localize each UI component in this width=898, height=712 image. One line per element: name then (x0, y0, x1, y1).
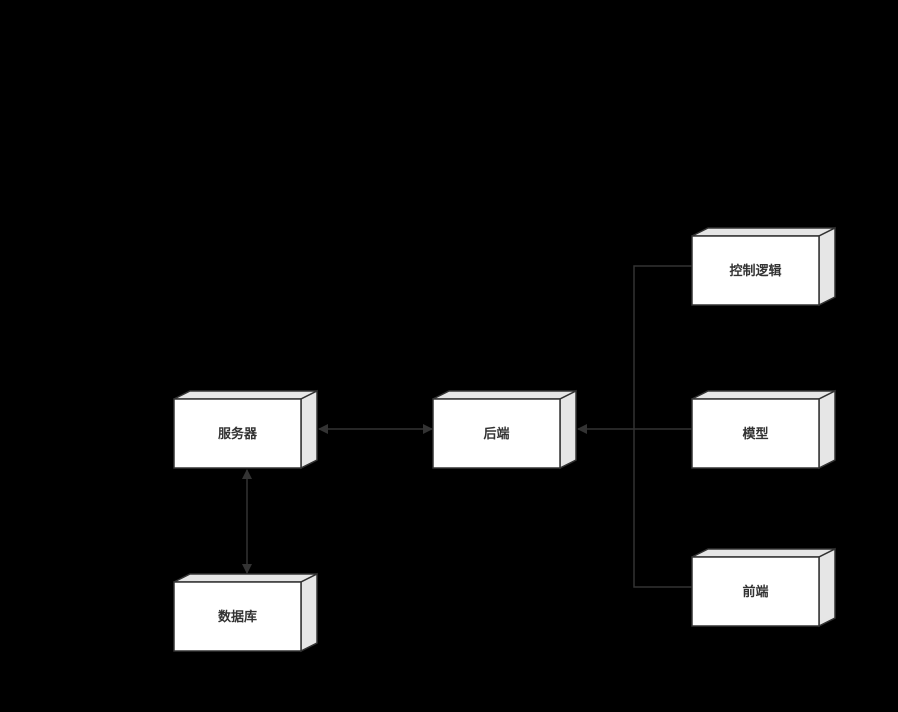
node-database-top (173, 573, 318, 583)
node-model-label: 模型 (742, 426, 768, 442)
node-backend[interactable]: 后端 (432, 389, 577, 470)
node-model[interactable]: 模型 (691, 389, 836, 470)
node-frontend-top (691, 548, 836, 558)
node-frontend-front (691, 556, 820, 627)
node-backend-side (559, 389, 577, 470)
node-control-front (691, 235, 820, 306)
node-control-side (818, 226, 836, 307)
node-control[interactable]: 控制逻辑 (691, 226, 836, 307)
node-database-front (173, 581, 302, 652)
node-frontend[interactable]: 前端 (691, 547, 836, 628)
node-model-top (691, 390, 836, 400)
node-backend-top (432, 390, 577, 400)
node-backend-label: 后端 (483, 426, 509, 442)
node-server-label: 服务器 (218, 426, 258, 442)
node-server-front (173, 398, 302, 469)
node-backend-front (432, 398, 561, 469)
node-control-top (691, 227, 836, 237)
node-frontend-side (818, 547, 836, 628)
node-server[interactable]: 服务器 (173, 389, 318, 470)
node-control-label: 控制逻辑 (729, 263, 781, 279)
node-server-side (300, 389, 318, 470)
edge-control-backend (633, 265, 692, 429)
node-database[interactable]: 数据库 (173, 572, 318, 653)
node-frontend-label: 前端 (742, 584, 768, 600)
node-model-side (818, 389, 836, 470)
node-server-top (173, 390, 318, 400)
node-model-front (691, 398, 820, 469)
connectors (242, 265, 692, 588)
node-database-side (300, 572, 318, 653)
node-database-label: 数据库 (218, 609, 257, 625)
edge-frontend-backend (633, 429, 692, 588)
